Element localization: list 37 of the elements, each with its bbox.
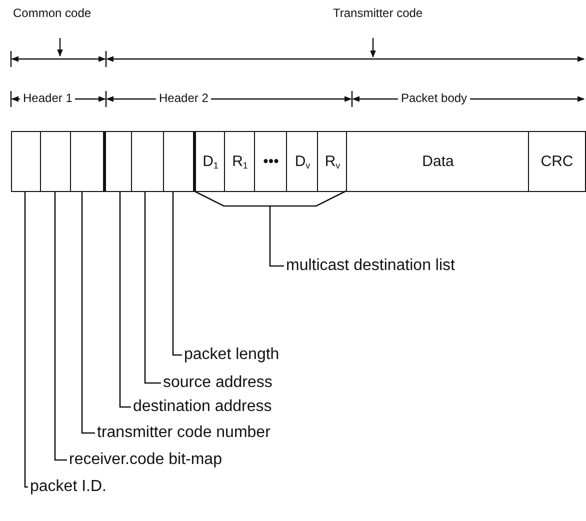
field-label: •••: [263, 153, 279, 170]
empty-field-cell: [70, 131, 105, 192]
callout-text: receiver.code bit-map: [69, 451, 222, 469]
field-cell: [528, 131, 586, 192]
leader-line: [54, 192, 67, 461]
dimension-label: Packet body: [398, 91, 470, 105]
field-label: R$_{1}$: [232, 152, 248, 170]
empty-field-cell: [11, 131, 42, 192]
dimension-label: Header 1: [20, 91, 76, 105]
leader-line: [269, 206, 284, 267]
empty-field-cell: [131, 131, 165, 192]
field-cell: [193, 131, 226, 192]
dimension-label: Header 2: [156, 91, 212, 105]
leader-line: [172, 192, 182, 356]
field-cell: [286, 131, 319, 192]
leader-line: [144, 192, 161, 384]
field-label: CRC: [540, 153, 574, 170]
field-cell: [346, 131, 530, 192]
callout-text: transmitter code number: [97, 424, 270, 442]
leader-line: [119, 192, 131, 408]
field-cell: [254, 131, 288, 192]
empty-field-cell: [40, 131, 72, 192]
callout-text: destination address: [133, 398, 272, 416]
leader-line: [81, 192, 95, 434]
callout-text: multicast destination list: [286, 257, 455, 275]
leader-line: [24, 192, 28, 488]
field-cell: [224, 131, 256, 192]
callout-text: packet I.D.: [30, 478, 106, 496]
field-label: Data: [422, 153, 454, 170]
empty-field-cell: [103, 131, 133, 192]
field-label: D$_{v}$: [294, 152, 310, 170]
field-cell: [317, 131, 348, 192]
callout-text: packet length: [184, 346, 280, 364]
field-label: D$_{1}$: [202, 152, 218, 170]
empty-field-cell: [163, 131, 195, 192]
field-label: R$_{v}$: [324, 152, 340, 170]
callout-text: source address: [163, 374, 272, 392]
